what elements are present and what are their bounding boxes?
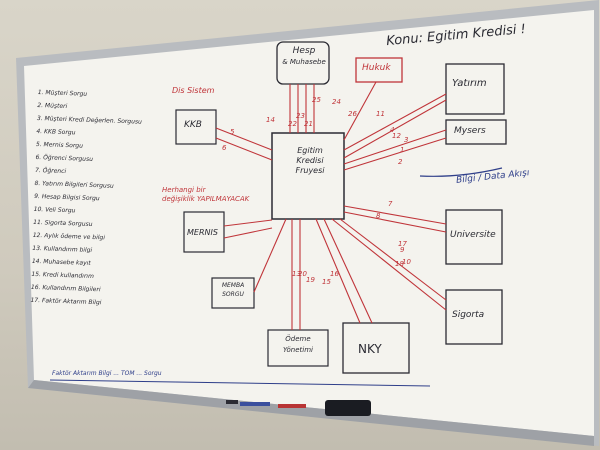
arrow-number: 3 [404, 136, 409, 144]
hesap-line-1: Hesp [292, 46, 316, 56]
arrow-number: 10 [402, 258, 411, 266]
dis-sistem-label: Dis Sistem [172, 86, 215, 95]
center-box-label: Egitim Kredisi Fruyesi [282, 146, 338, 176]
nky-box [342, 322, 410, 374]
hesap-box [276, 41, 330, 85]
bottom-blue-line [49, 379, 431, 387]
marker-tray [28, 380, 594, 446]
mysers-label: Mysers [454, 126, 486, 136]
marker-black [226, 400, 238, 404]
arrow-universite-1 [343, 205, 447, 225]
hesap-label: Hesp & Muhasebe [282, 46, 326, 68]
arrow-number: 18 [395, 260, 404, 268]
mernis-box [183, 211, 225, 253]
arrow-number: 19 [306, 276, 315, 284]
arrow-number: 9 [400, 246, 405, 254]
odeme-line-2: Yönetimi [283, 346, 313, 354]
arrow-number: 24 [332, 98, 341, 106]
mysers-box [445, 119, 507, 145]
arrow-nky-1 [315, 218, 361, 324]
arrow-sigorta-2 [331, 218, 447, 311]
arrow-number: 25 [312, 96, 321, 104]
blue-flow-line [419, 167, 503, 177]
arrow-number: 17 [398, 240, 407, 248]
arrow-number: 4 [390, 126, 395, 134]
nky-label: NKY [358, 342, 382, 356]
marker-blue [240, 402, 270, 406]
arrow-number: 2 [398, 158, 403, 166]
universite-label: Universite [450, 230, 496, 240]
arrow-number: 1 [400, 146, 405, 154]
kkb-label: KKB [184, 120, 202, 130]
hesap-line-2: & Muhasebe [282, 58, 326, 66]
hukuk-label: Hukuk [362, 63, 391, 73]
arrow-number: 14 [266, 116, 275, 124]
arrow-number: 13 [292, 270, 301, 278]
arrow-number: 26 [348, 110, 357, 118]
arrow-memba [253, 218, 287, 293]
odeme-label: Ödeme Yönetimi [272, 334, 324, 356]
arrow-number: 21 [304, 120, 313, 128]
arrow-hukuk [343, 81, 377, 141]
arrows [215, 81, 447, 330]
arrow-mernis-1 [223, 219, 273, 227]
arrow-mysers-2 [343, 137, 447, 171]
sigorta-label: Sigorta [452, 310, 485, 320]
arrow-number: 15 [322, 278, 331, 286]
odeme-box [267, 329, 329, 367]
arrow-number: 16 [330, 270, 339, 278]
arrow-number: 22 [288, 120, 297, 128]
arrow-number: 12 [392, 132, 401, 140]
bottom-note: Faktör Aktarım Bilgi ... TOM ... Sorgu [52, 370, 162, 377]
mernis-note-line-2: değişiklik YAPILMAYACAK [162, 195, 250, 203]
mernis-note-line-1: Herhangi bir [162, 186, 206, 194]
arrow-mernis-2 [223, 227, 273, 239]
kkb-box [175, 109, 217, 145]
arrow-kkb-1 [215, 127, 273, 151]
memba-line-2: SORGU [222, 291, 244, 298]
sigorta-box [445, 289, 503, 345]
arrow-number: 8 [376, 212, 381, 220]
arrow-number: 5 [230, 128, 235, 136]
arrow-number: 6 [222, 144, 227, 152]
marker-red [278, 404, 306, 408]
arrow-yatirim-1 [343, 93, 447, 151]
odeme-line-1: Ödeme [285, 335, 311, 343]
yatirim-label: Yatırım [452, 78, 487, 89]
eraser [325, 400, 371, 416]
memba-label: MEMBA SORGU [215, 281, 251, 299]
arrow-universite-2 [343, 211, 447, 233]
center-box [271, 132, 345, 220]
universite-box [445, 209, 503, 265]
arrow-number: 11 [376, 110, 385, 118]
arrow-nky-2 [323, 218, 373, 324]
arrow-number: 7 [388, 200, 393, 208]
mernis-label: MERNIS [187, 228, 218, 237]
memba-line-1: MEMBA [221, 282, 245, 289]
arrow-sigorta-1 [339, 218, 447, 301]
arrow-mysers-1 [343, 129, 447, 165]
center-box-line-1: Egitim [297, 146, 323, 155]
mernis-note: Herhangi bir değişiklik YAPILMAYACAK [162, 186, 249, 204]
hukuk-box [355, 57, 403, 83]
center-box-line-3: Fruyesi [295, 166, 325, 175]
yatirim-box [445, 63, 505, 115]
whiteboard-surface [24, 10, 594, 436]
memba-box [211, 277, 255, 309]
arrow-yatirim-2 [343, 99, 447, 159]
arrow-number: 20 [298, 270, 307, 278]
center-box-line-2: Kredisi [296, 156, 324, 165]
arrow-number: 23 [296, 112, 305, 120]
arrow-kkb-2 [215, 137, 273, 161]
